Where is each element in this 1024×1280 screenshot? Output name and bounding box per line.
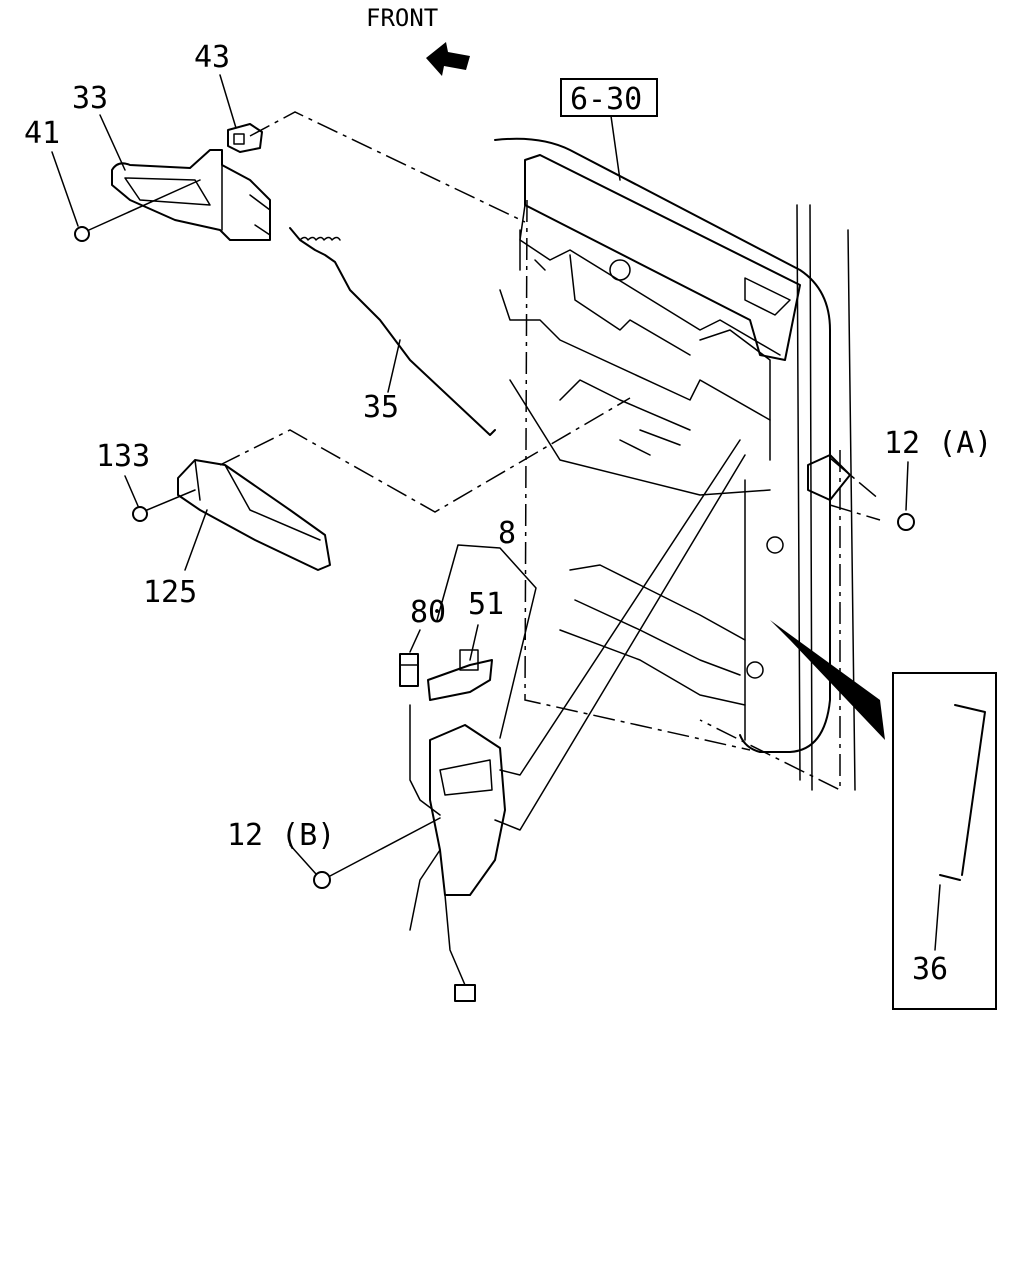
- callout-125: 125: [143, 575, 197, 610]
- inside-handle-33: [111, 149, 271, 241]
- screw-133: [132, 489, 196, 522]
- clip-43: [227, 123, 263, 153]
- arrow-front-icon: [426, 42, 470, 76]
- part-80: [399, 653, 419, 687]
- callout-12b: 12 (B): [227, 818, 335, 853]
- door-lock-assembly: [409, 439, 746, 1002]
- screw-12a: [897, 461, 915, 531]
- inset-36: [770, 620, 997, 1010]
- front-direction-label: FRONT: [366, 4, 438, 32]
- callout-43: 43: [194, 40, 230, 75]
- bracket-8: [436, 544, 537, 739]
- screw-41: [74, 179, 201, 242]
- callout-133: 133: [96, 439, 150, 474]
- callout-80: 80: [410, 595, 446, 630]
- screw-12b: [289, 817, 441, 889]
- callout-36: 36: [912, 952, 948, 987]
- connection-lines: [219, 111, 631, 513]
- callout-12a: 12 (A): [884, 426, 992, 461]
- rod-35: [289, 227, 496, 436]
- callout-33: 33: [72, 81, 108, 116]
- callout-8: 8: [498, 516, 516, 551]
- part-51: [427, 624, 493, 701]
- guard-125: [177, 459, 331, 571]
- striker-bracket: [807, 454, 881, 521]
- callout-41: 41: [24, 116, 60, 151]
- callout-35: 35: [363, 390, 399, 425]
- door-panel: [494, 137, 856, 792]
- reference-box: 6-30: [560, 78, 658, 181]
- callout-51: 51: [468, 587, 504, 622]
- reference-box-label: 6-30: [570, 82, 642, 117]
